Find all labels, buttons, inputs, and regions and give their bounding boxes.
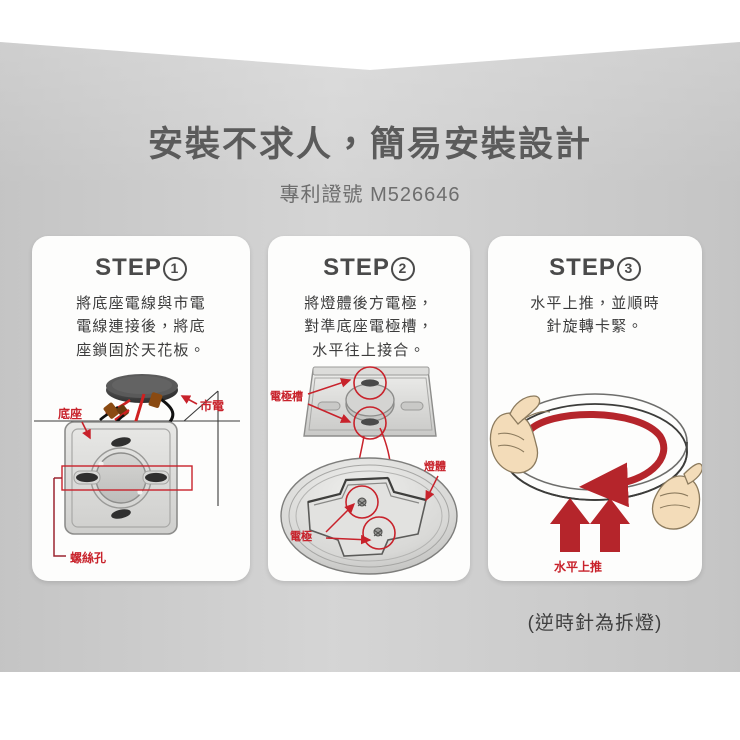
push-up-arrows-icon [550,498,630,552]
left-hand-icon [489,395,551,474]
label-screw-holes: 螺絲孔 [70,550,106,565]
label-push-up: 水平上推 [554,559,602,574]
step-1-description: 將底座電線與市電 電線連接後，將底 座鎖固於天花板。 [32,292,250,362]
step-1-label: STEP [95,254,162,281]
step-2-number: 2 [390,257,415,281]
right-hand-icon [651,462,702,530]
step-2-description: 將燈體後方電極， 對準底座電極槽， 水平往上接合。 [268,292,470,362]
step-2-desc-line-1: 將燈體後方電極， [304,295,434,312]
patent-number: 專利證號 M526646 [279,184,461,206]
step-3-desc-line-1: 水平上推，並順時 [530,295,660,312]
page-title: 安裝不求人，簡易安裝設計 [147,125,592,164]
step-3-description: 水平上推，並順時 針旋轉卡緊。 [488,292,702,339]
step-2-label: STEP [323,254,390,281]
label-electrode: 電極 [290,529,312,543]
step-3-desc-line-2: 針旋轉卡緊。 [546,318,644,336]
wire-connector-icon [103,392,163,419]
step-3-number: 3 [616,257,641,281]
label-electrode-slot: 電極槽 [270,389,303,403]
step-2-desc-line-2: 對準底座電極槽， [304,318,434,336]
label-mains: 市電 [200,398,224,413]
label-lamp-body: 燈體 [424,459,446,473]
ceiling-base-plate-icon [64,421,178,535]
step-1-desc-line-3: 座鎖固於天花板。 [76,341,206,359]
step-1-diagram: 底座 市電 螺絲孔 [32,366,250,581]
footer-note: (逆時針為拆燈) [527,613,663,634]
step-1-desc-line-2: 電線連接後，將底 [76,318,206,336]
base-plate-perspective-icon [303,366,437,437]
step-3-label: STEP [549,254,616,281]
step-2-diagram: 電極槽 燈體 電極 [268,364,470,581]
step-2-desc-line-3: 水平往上接合。 [312,341,426,359]
step-1-desc-line-1: 將底座電線與市電 [76,295,206,312]
label-base: 底座 [58,406,82,421]
step-3-diagram: 水平上推 [488,374,702,581]
junction-box-icon [106,374,178,403]
step-1-number: 1 [162,257,187,281]
